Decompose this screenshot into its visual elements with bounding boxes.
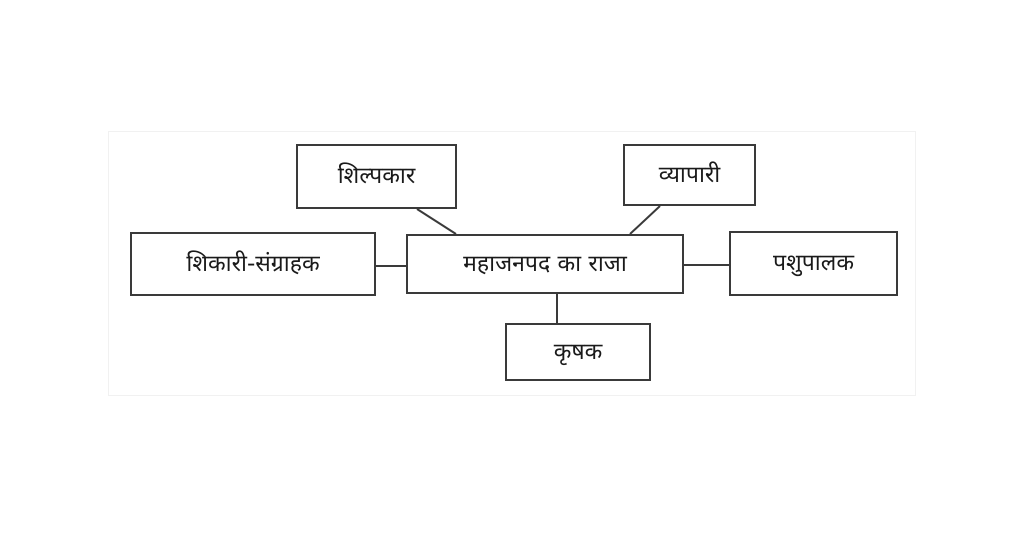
node-shilpkar: शिल्पकार	[296, 144, 457, 209]
node-label-pashupalak: पशुपालक	[773, 250, 854, 276]
node-label-shikari-sangrahak: शिकारी-संग्राहक	[186, 250, 320, 277]
node-label-mahajanpad-ka-raja: महाजनपद का राजा	[463, 250, 627, 277]
node-mahajanpad-ka-raja: महाजनपद का राजा	[406, 234, 684, 294]
node-vyapari: व्यापारी	[623, 144, 756, 206]
node-krishak: कृषक	[505, 323, 651, 381]
node-label-shilpkar: शिल्पकार	[337, 163, 416, 189]
node-shikari-sangrahak: शिकारी-संग्राहक	[130, 232, 376, 296]
node-label-krishak: कृषक	[553, 338, 603, 365]
node-pashupalak: पशुपालक	[729, 231, 898, 296]
node-label-vyapari: व्यापारी	[658, 161, 721, 188]
